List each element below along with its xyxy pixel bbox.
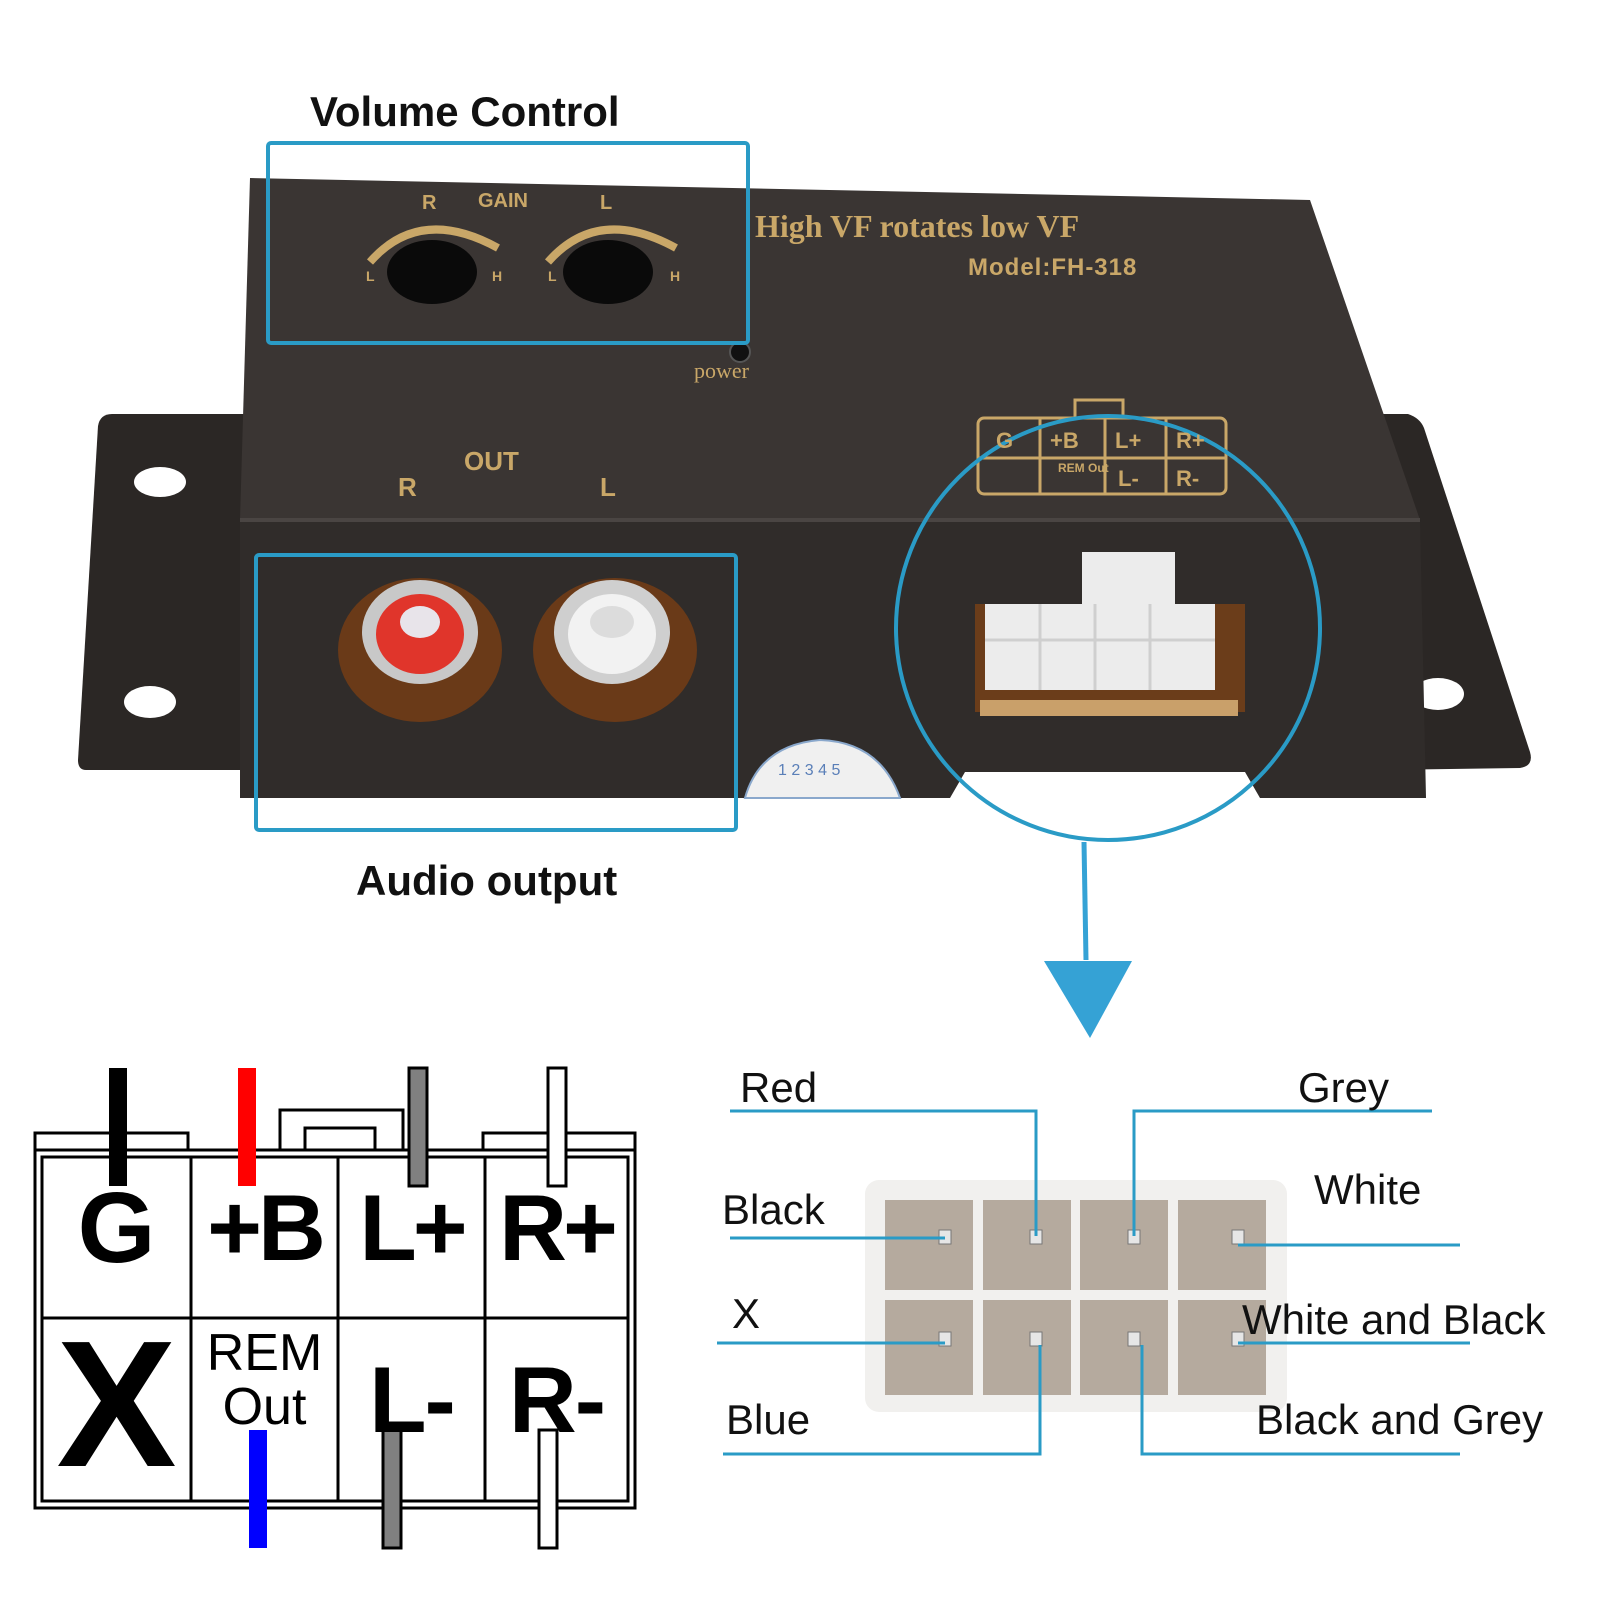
device-connector-socket (975, 552, 1245, 716)
pin-label-out: Out (222, 1378, 307, 1436)
left-mounting-flange (78, 414, 250, 770)
gain-title: GAIN (478, 190, 528, 212)
rca-jack-right[interactable] (338, 578, 502, 722)
silk-pin-r-plus: R+ (1176, 428, 1205, 453)
silk-pin-l-minus: L- (1118, 466, 1139, 491)
connector-cavity (885, 1300, 973, 1395)
wire-label-white-and-black: White and Black (1242, 1296, 1546, 1343)
rca-jack-left[interactable] (533, 578, 697, 722)
silk-pin-r-minus: R- (1176, 466, 1200, 491)
audio-output-heading: Audio output (356, 857, 618, 904)
silk-pin-g: G (996, 428, 1014, 453)
sticker-label (743, 738, 902, 799)
device-top-face (240, 178, 1420, 520)
power-label: power (694, 358, 749, 383)
sticker-number: 5 (831, 762, 841, 779)
connector-cavity (983, 1300, 1071, 1395)
gain-arc-right-channel (366, 225, 500, 265)
knob-l-high-label: H (670, 268, 681, 284)
out-l-label: L (600, 472, 616, 502)
knob-l-low-label: L (548, 268, 557, 284)
wire-top-r (546, 1066, 568, 1188)
wire-label-x: X (732, 1290, 761, 1337)
pin-label-g: G (77, 1172, 156, 1284)
gain-l-label: L (600, 192, 613, 214)
gain-knob-hole-right[interactable] (387, 240, 477, 304)
wire-top-g (109, 1068, 127, 1186)
device-tagline: High VF rotates low VF (755, 208, 1080, 244)
wire-label-grey: Grey (1298, 1064, 1390, 1111)
silk-pin-l-plus: L+ (1115, 428, 1142, 453)
wire-bottom-2 (381, 1428, 403, 1550)
knob-r-low-label: L (366, 268, 375, 284)
mounting-hole (124, 686, 176, 718)
wire-bottom-3 (537, 1428, 559, 1550)
out-r-label: R (398, 472, 417, 502)
wire-bottom-1 (249, 1430, 267, 1548)
wire-label-black: Black (722, 1186, 825, 1233)
wire-label-red: Red (740, 1064, 818, 1111)
gain-r-label: R (422, 192, 437, 214)
connector-leader-lines (717, 1109, 1470, 1456)
volume-control-callout-box (266, 141, 750, 345)
pin-diagram-outline (33, 1108, 637, 1510)
connector-callout-circle (894, 414, 1322, 842)
sticker-number: 2 (791, 762, 801, 779)
connector-pin (1127, 1331, 1141, 1347)
pin-label-l-plus: L+ (359, 1175, 467, 1280)
pin-wires (109, 1066, 568, 1550)
silk-pin-b-plus: +B (1050, 428, 1079, 453)
gain-arc-left-channel (544, 225, 678, 265)
connector-pin (1029, 1331, 1043, 1347)
pin-label-r-plus: R+ (499, 1175, 618, 1280)
arrow-down-icon (1044, 961, 1132, 1038)
out-label: OUT (464, 446, 519, 476)
sticker-numbers: 1 2 3 4 5 (778, 762, 840, 780)
wire-top-l (407, 1066, 429, 1188)
sticker-number: 3 (804, 762, 814, 779)
connector-cavity (1080, 1300, 1168, 1395)
sticker-number: 1 (778, 762, 787, 779)
wire-label-white: White (1314, 1166, 1422, 1213)
audio-output-callout-box (254, 553, 738, 832)
arrow-shaft (1081, 841, 1089, 961)
silk-pin-rem-out: REM Out (1058, 461, 1109, 475)
pin-label-rem: REM (206, 1324, 323, 1382)
connector-cavity (1080, 1200, 1168, 1290)
device-model: Model:FH-318 (968, 254, 1138, 281)
gain-knob-hole-left[interactable] (563, 240, 653, 304)
connector-photo (865, 1180, 1287, 1412)
connector-cavity (1178, 1300, 1266, 1395)
pin-label-x: X (56, 1304, 177, 1505)
sticker-number: 4 (818, 762, 827, 779)
connector-pin (1231, 1229, 1245, 1245)
wire-label-blue: Blue (726, 1396, 811, 1443)
connector-cavity (885, 1200, 973, 1290)
knob-r-high-label: H (492, 268, 503, 284)
wire-top-b (238, 1068, 256, 1186)
pin-label-b-plus: +B (207, 1175, 326, 1280)
mounting-hole (134, 467, 186, 497)
mounting-hole (1412, 678, 1464, 710)
wire-label-black-and-grey: Black and Grey (1256, 1396, 1544, 1443)
pin-label-l-minus: L- (369, 1347, 456, 1452)
connector-cavity (983, 1200, 1071, 1290)
pin-label-r-minus: R- (508, 1347, 606, 1452)
volume-control-heading: Volume Control (310, 88, 620, 135)
